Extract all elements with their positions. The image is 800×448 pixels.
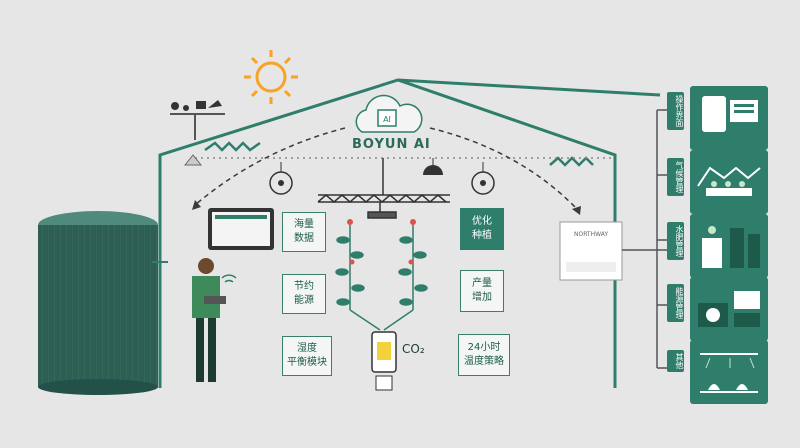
tablet-screen-icon (702, 96, 758, 132)
co2-label: CO₂ (402, 342, 425, 356)
box-massive-data: 海量 数据 (282, 212, 326, 252)
farmer-figure (192, 258, 237, 382)
vent-left (204, 141, 261, 152)
ai-cloud-icon (355, 94, 423, 133)
box-yield-increase: 产量 增加 (460, 270, 504, 312)
lamp-icon (423, 158, 443, 175)
tag-energy-management: 能源管理 (667, 284, 684, 322)
tag-operation-ui: 操作界面 (667, 92, 684, 130)
box-humidity-module: 湿度 平衡模块 (282, 336, 332, 376)
box-temperature-strategy: 24小时 温度策略 (458, 334, 510, 376)
box-optimize-planting: 优化 种植 (460, 208, 504, 250)
tag-climate-management: 气候管理 (667, 158, 684, 196)
weather-station-icon (170, 100, 225, 166)
greenhouse-climate-icon (697, 166, 761, 196)
sprinkler-plants-icon (700, 353, 758, 393)
plant-rows (335, 219, 428, 331)
water-tank (38, 211, 168, 395)
energy-equipment-icon (698, 291, 760, 327)
control-cabinet-icon (559, 221, 667, 281)
panel-other (690, 340, 768, 404)
tablet-icon (208, 208, 274, 250)
irrigation-truss (317, 158, 450, 219)
panel-operation-ui (690, 86, 768, 150)
tag-water-fertilizer: 水肥管理 (667, 222, 684, 260)
tag-other: 其他 (667, 350, 684, 372)
connector-lines (656, 109, 667, 369)
panel-energy-management (690, 277, 768, 341)
device-label: NORTHWAY (574, 231, 608, 238)
co2-sensor-icon (371, 331, 397, 391)
ai-chip-label: AI (383, 115, 391, 124)
vent-right (549, 156, 594, 167)
sun-icon (244, 50, 298, 104)
box-save-energy: 节约 能源 (282, 274, 326, 314)
water-fertilizer-icon (702, 226, 760, 268)
fan-icon-left (269, 162, 293, 195)
panel-water-fertilizer (690, 214, 768, 278)
data-flow-arcs (194, 127, 579, 211)
fan-icon-right (471, 162, 495, 195)
panel-climate-management (690, 150, 768, 214)
brand-title: BOYUN AI (352, 137, 431, 152)
